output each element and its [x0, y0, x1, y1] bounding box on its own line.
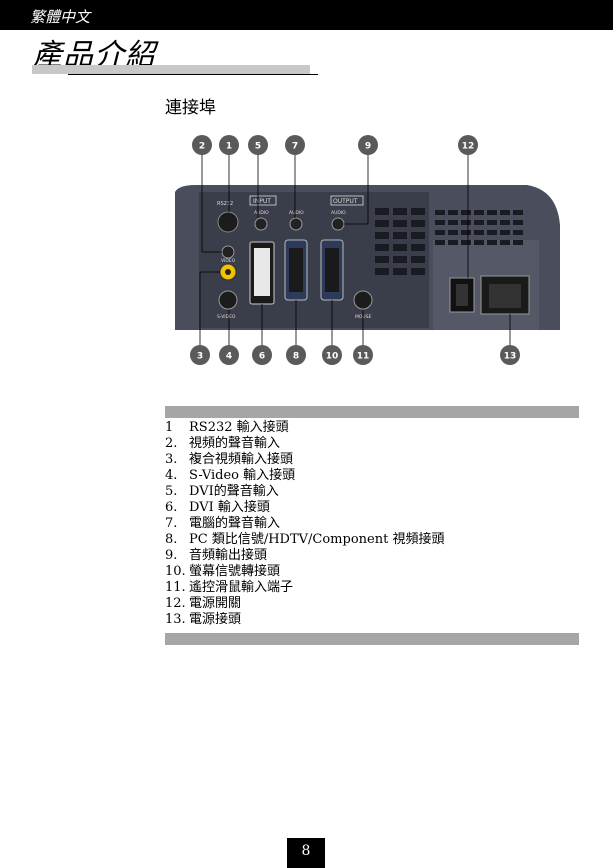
- item-label: 電源開關: [189, 596, 242, 611]
- rs232-port: [217, 211, 239, 233]
- item-label: 遙控滑鼠輸入端子: [189, 580, 294, 595]
- item-label: 電源接頭: [189, 612, 242, 627]
- list-item: 3. 複合視頻輸入接頭: [165, 452, 444, 468]
- io-panel: [199, 192, 429, 328]
- list-top-bar: [165, 406, 579, 418]
- callout-3-text: 3: [197, 352, 203, 362]
- output-box: [330, 195, 364, 206]
- vent-grille: [375, 208, 523, 275]
- callout-4-text: 4: [226, 352, 232, 362]
- callout-5: [248, 135, 268, 155]
- title-underline-rule: [68, 74, 318, 75]
- item-number: 9.: [165, 548, 178, 563]
- list-item: 10.螢幕信號轉接頭: [165, 564, 444, 580]
- callout-6: [252, 345, 272, 365]
- item-label: 電腦的聲音輸入: [189, 516, 281, 531]
- s-video-label: S-VIDEO: [217, 314, 236, 320]
- callout-12-text: 12: [462, 142, 475, 152]
- list-item: 4. S-Video 輸入接頭: [165, 468, 444, 484]
- video-label: VIDEO: [221, 258, 236, 264]
- callout-10: [322, 345, 342, 365]
- output-label: OUTPUT: [333, 198, 358, 205]
- audio-label-3: AUDIO: [331, 210, 346, 216]
- item-number: 2.: [165, 436, 178, 451]
- callout-10-text: 10: [326, 352, 339, 362]
- callout-13: [500, 345, 520, 365]
- callout-7-text: 7: [292, 142, 298, 152]
- item-number: 13.: [165, 612, 186, 627]
- item-number: 11.: [165, 580, 186, 595]
- computer-audio-jack: [289, 217, 303, 231]
- title-underline-bar: [32, 65, 310, 74]
- callout-2-text: 2: [199, 142, 205, 152]
- video-audio-jack: [221, 245, 235, 259]
- callout-3: [190, 345, 210, 365]
- list-item: 7. 電腦的聲音輸入: [165, 516, 444, 532]
- item-number: 4.: [165, 468, 178, 483]
- item-label: S-Video 輸入接頭: [189, 468, 296, 483]
- power-switch: [449, 277, 475, 313]
- rs232-label: RS232: [217, 201, 233, 207]
- s-video-port: [218, 290, 238, 310]
- item-number: 3.: [165, 452, 178, 467]
- audio-label-1: AUDIO: [254, 210, 269, 216]
- list-item: 1 RS232 輸入接頭: [165, 420, 444, 436]
- list-item: 8. PC 類比信號/HDTV/Component 視頻接頭: [165, 532, 444, 548]
- item-number: 10.: [165, 564, 186, 579]
- item-label: 螢幕信號轉接頭: [189, 564, 281, 579]
- callout-6-text: 6: [259, 352, 265, 362]
- page-number: 8: [287, 838, 325, 868]
- callout-1: [219, 135, 239, 155]
- callouts-top: 2 1 5 7 9 12: [192, 135, 478, 155]
- callout-8-text: 8: [293, 352, 299, 362]
- list-bottom-bar: [165, 633, 579, 645]
- callout-9: [358, 135, 378, 155]
- item-number: 6.: [165, 500, 178, 515]
- callout-8: [286, 345, 306, 365]
- callout-lines: [199, 154, 511, 346]
- item-label: 複合視頻輸入接頭: [189, 452, 294, 467]
- list-item: 2. 視頻的聲音輸入: [165, 436, 444, 452]
- item-label: PC 類比信號/HDTV/Component 視頻接頭: [189, 532, 445, 547]
- top-band: 繁體中文: [0, 0, 613, 30]
- section-heading: 連接埠: [165, 98, 216, 118]
- item-label: DVI 輸入接頭: [189, 500, 270, 515]
- list-item: 9. 音頻輸出接頭: [165, 548, 444, 564]
- item-number: 8.: [165, 532, 178, 547]
- callout-5-text: 5: [255, 142, 261, 152]
- list-item: 12.電源開關: [165, 596, 444, 612]
- list-item: 6. DVI 輸入接頭: [165, 500, 444, 516]
- item-label: DVI的聲音輸入: [189, 484, 279, 499]
- input-box: [249, 195, 277, 206]
- callout-9-text: 9: [365, 142, 371, 152]
- item-label: RS232 輸入接頭: [189, 420, 289, 435]
- callout-1-text: 1: [226, 142, 232, 152]
- callout-4: [219, 345, 239, 365]
- callout-11-text: 11: [357, 352, 370, 362]
- item-number: 7.: [165, 516, 178, 531]
- ports-list: 1 RS232 輸入接頭 2. 視頻的聲音輸入 3. 複合視頻輸入接頭 4. S-Vid…: [165, 420, 444, 628]
- input-label: INPUT: [253, 198, 271, 205]
- language-label: 繁體中文: [30, 8, 91, 26]
- item-number: 1: [165, 420, 174, 435]
- callout-7: [285, 135, 305, 155]
- callout-2: [192, 135, 212, 155]
- audio-label-2: AUDIO: [289, 210, 304, 216]
- list-item: 5. DVI的聲音輸入: [165, 484, 444, 500]
- callout-12: [458, 135, 478, 155]
- item-label: 視頻的聲音輸入: [189, 436, 281, 451]
- callout-13-text: 13: [504, 352, 517, 362]
- item-label: 音頻輸出接頭: [189, 548, 268, 563]
- item-number: 5.: [165, 484, 178, 499]
- callouts-bottom: 3 4 6 8 10 11 13: [190, 345, 520, 365]
- item-number: 12.: [165, 596, 186, 611]
- connection-ports-photo: RS232 INPUT OUTPUT AUDIO AUDIO AUDIO VID…: [165, 130, 565, 375]
- audio-out-jack: [331, 217, 345, 231]
- list-item: 11.遙控滑鼠輸入端子: [165, 580, 444, 596]
- list-item: 13.電源接頭: [165, 612, 444, 628]
- dvi-audio-jack: [254, 217, 268, 231]
- callout-11: [353, 345, 373, 365]
- mouse-port: [353, 290, 373, 310]
